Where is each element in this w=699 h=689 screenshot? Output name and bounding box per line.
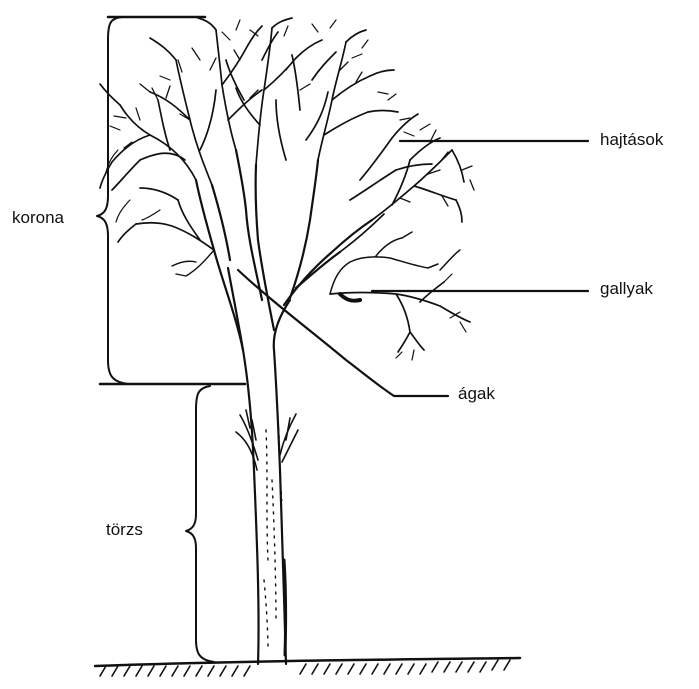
- ground-hatching: [95, 658, 520, 676]
- agak-leader: [238, 270, 448, 396]
- korona-brace: [97, 17, 245, 384]
- agak-label: ágak: [458, 384, 495, 404]
- tree-crown: [100, 18, 474, 360]
- torzs-brace: [186, 386, 214, 662]
- hajtasok-label: hajtások: [600, 130, 663, 150]
- tree-trunk: [196, 150, 372, 664]
- korona-label: korona: [12, 208, 64, 228]
- gallyak-label: gallyak: [600, 279, 653, 299]
- torzs-label: törzs: [106, 520, 143, 540]
